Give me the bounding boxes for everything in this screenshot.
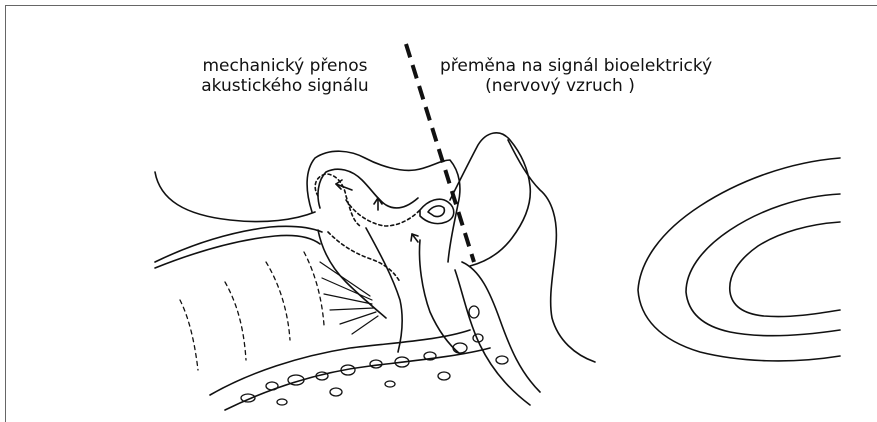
canal-dashes: [180, 252, 324, 370]
cochlea-wall-2: [462, 262, 540, 392]
ear-canal-upper-wall: [155, 226, 322, 262]
stapes: [420, 199, 454, 223]
bone-pores: [241, 306, 508, 405]
bone-wall: [366, 228, 402, 352]
temporal-bone-upper: [210, 330, 470, 395]
tympanic-membrane: [318, 230, 386, 318]
cochlea-wall-1: [455, 270, 530, 405]
malleus-outline: [315, 174, 360, 226]
stapes-inner: [428, 206, 444, 217]
boundary-dashed-line: [406, 44, 474, 262]
head-contour: [155, 172, 315, 222]
cochlea-arcs: [638, 158, 840, 361]
inner-ear-contour: [450, 133, 530, 266]
temporal-bone-lower: [225, 348, 490, 410]
inner-ear-contour-2: [508, 140, 595, 362]
middle-ear-inner: [318, 169, 418, 208]
tensor-lines: [320, 262, 378, 334]
